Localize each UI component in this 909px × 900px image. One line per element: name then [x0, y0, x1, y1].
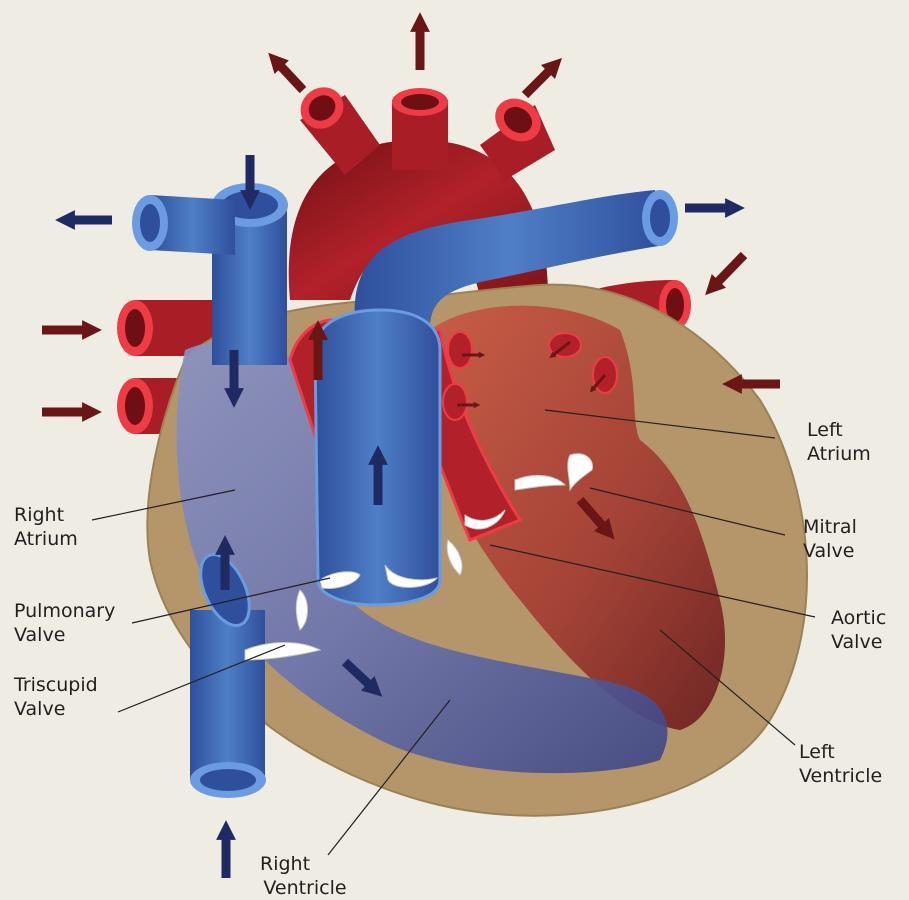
label-left-ventricle-line1: Left [799, 740, 882, 764]
label-mitral-valve: Mitral Valve [803, 515, 857, 563]
label-mitral-valve-line2: Valve [803, 539, 857, 563]
label-left-ventricle: Left Ventricle [799, 740, 882, 788]
label-right-atrium-line2: Atrium [14, 527, 78, 551]
left-pulmonary-artery [132, 195, 235, 255]
label-right-ventricle-line1: Right [250, 852, 360, 876]
label-right-ventricle-line2: Ventricle [250, 876, 360, 900]
label-left-ventricle-line2: Ventricle [799, 764, 882, 788]
label-right-atrium-line1: Right [14, 503, 78, 527]
label-tricuspid-valve: Triscupid Valve [14, 673, 98, 721]
label-aortic-valve: Aortic Valve [831, 606, 886, 654]
label-right-ventricle: Right Ventricle [250, 852, 360, 900]
label-aortic-valve-line2: Valve [831, 630, 886, 654]
label-tricuspid-valve-line1: Triscupid [14, 673, 98, 697]
vena-cava-inferior [190, 610, 266, 798]
label-right-atrium: Right Atrium [14, 503, 78, 551]
label-pulmonary-valve-line2: Valve [14, 623, 115, 647]
label-pulmonary-valve: Pulmonary Valve [14, 599, 115, 647]
label-left-atrium-line1: Left [807, 418, 871, 442]
label-left-atrium: Left Atrium [807, 418, 871, 466]
label-aortic-valve-line1: Aortic [831, 606, 886, 630]
label-mitral-valve-line1: Mitral [803, 515, 857, 539]
label-left-atrium-line2: Atrium [807, 442, 871, 466]
label-pulmonary-valve-line1: Pulmonary [14, 599, 115, 623]
label-tricuspid-valve-line2: Valve [14, 697, 98, 721]
